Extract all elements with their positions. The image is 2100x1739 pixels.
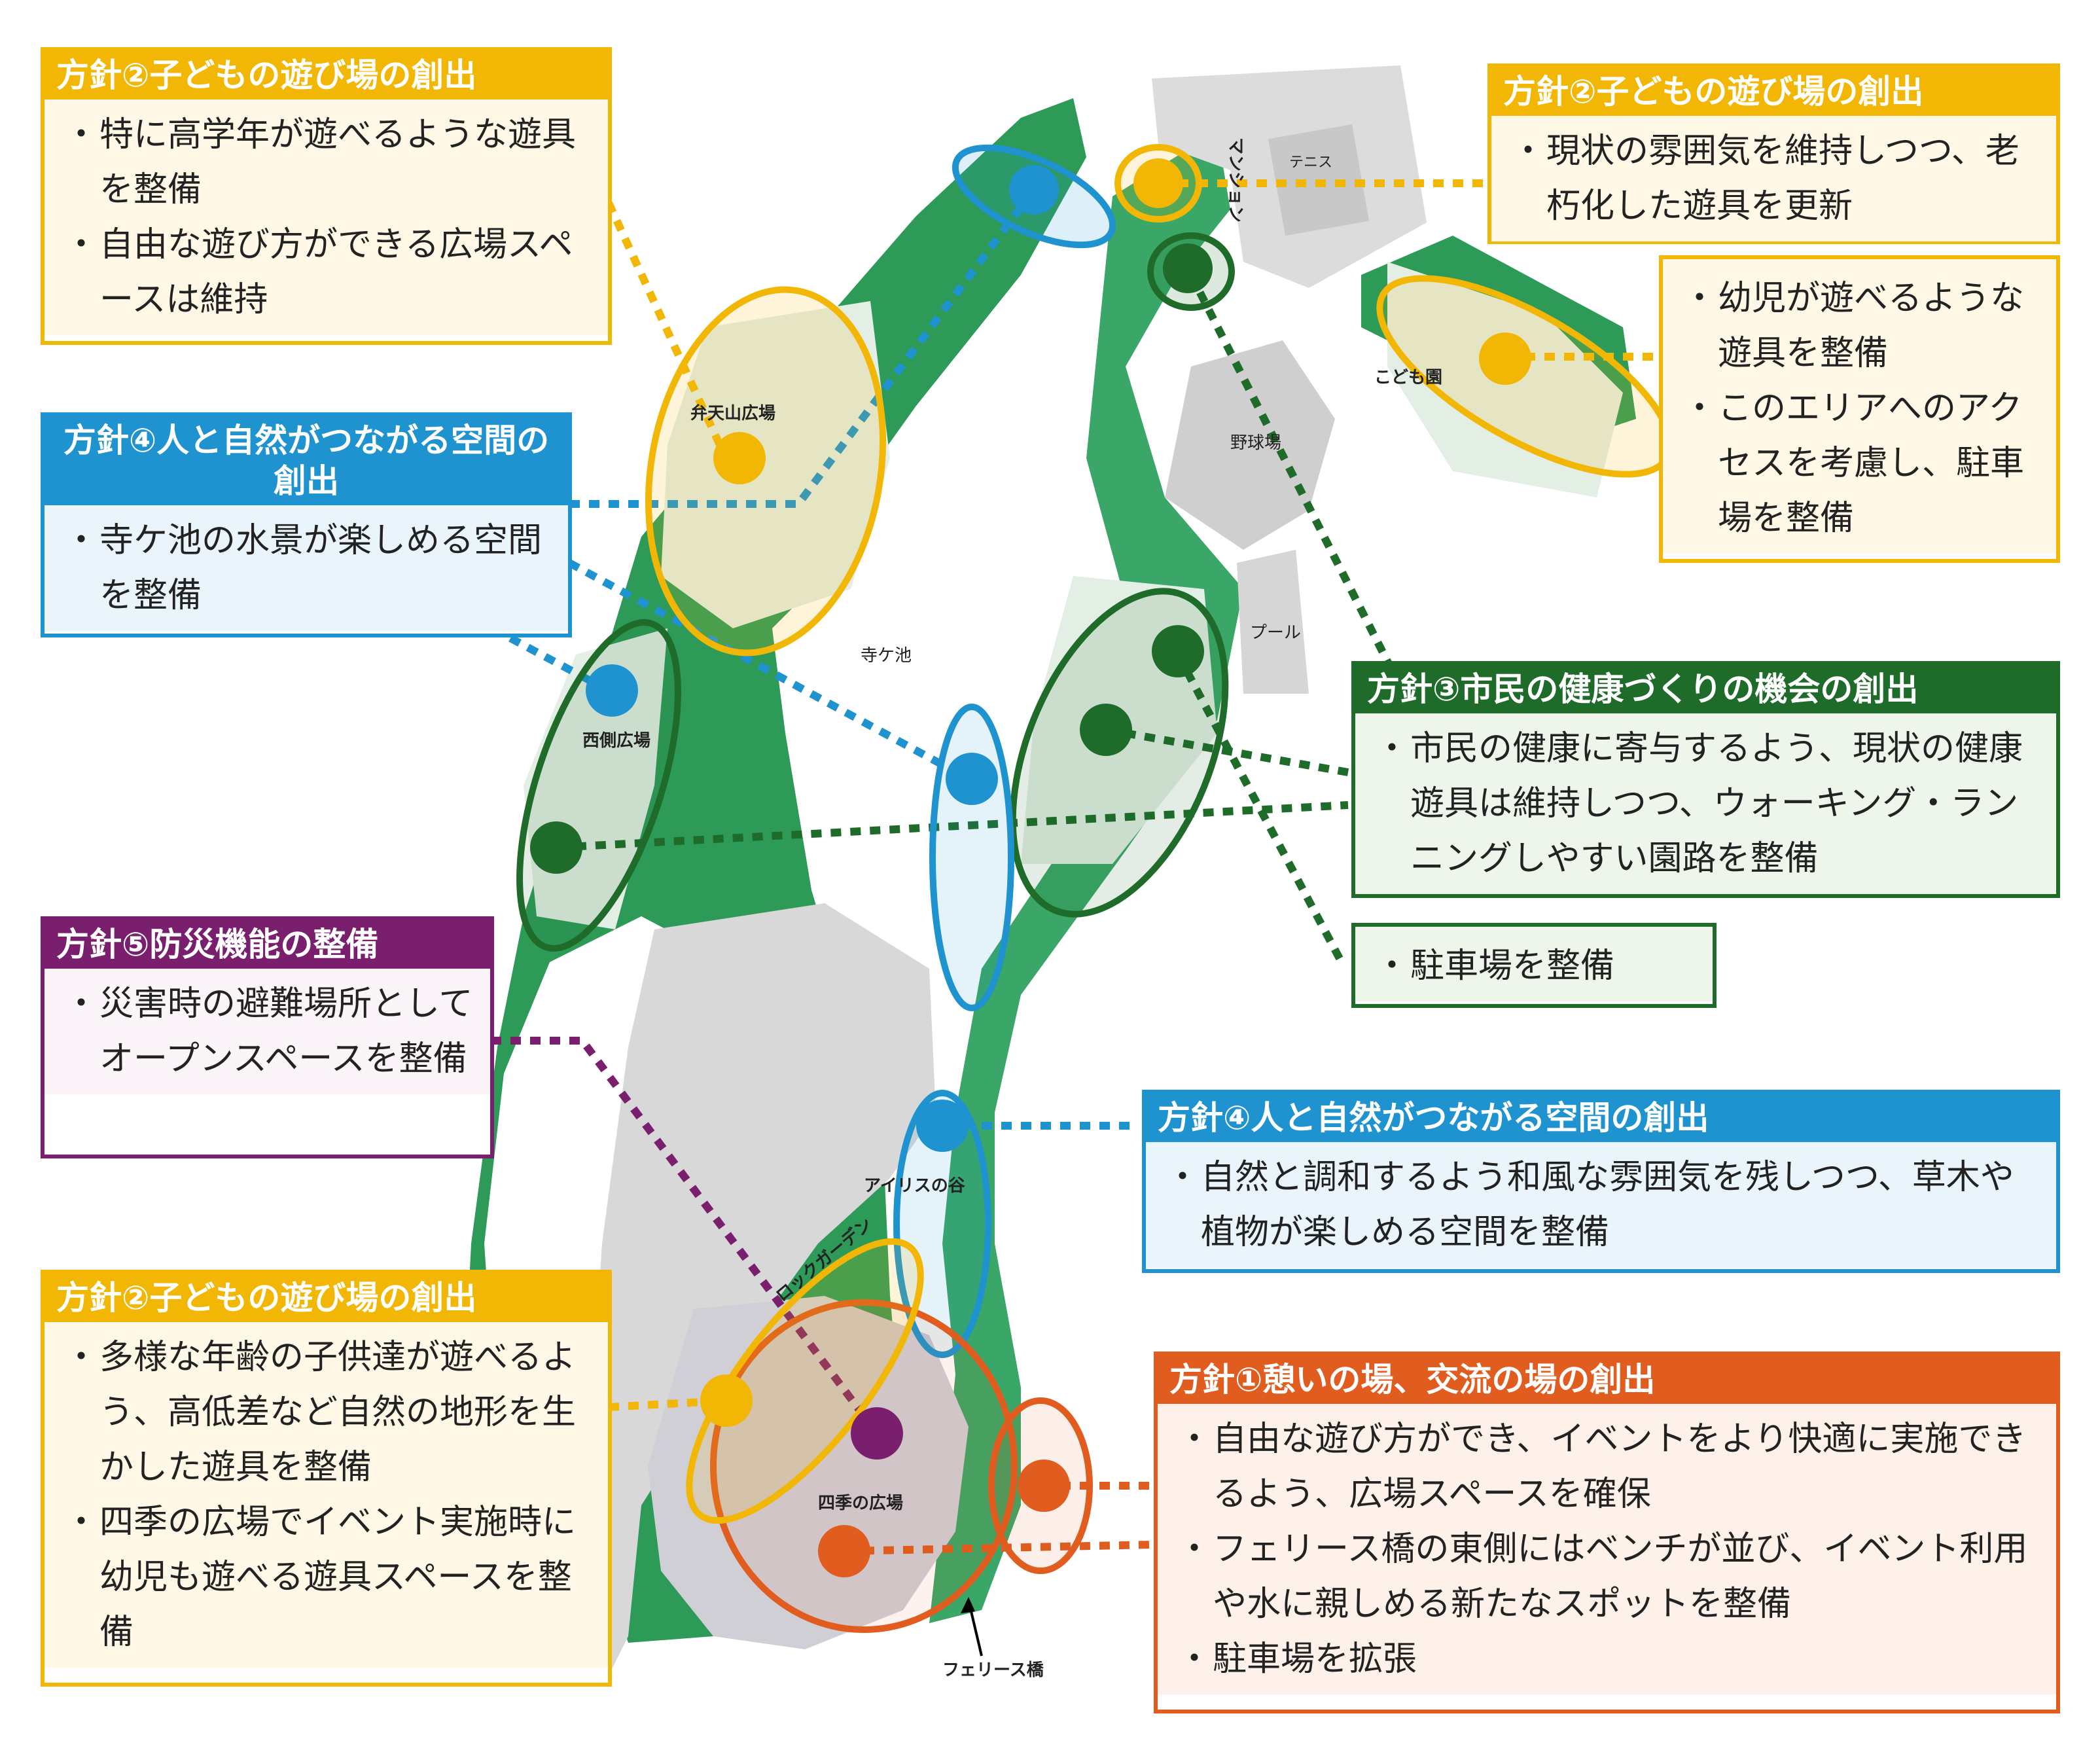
rock-garden-area — [686, 1238, 924, 1524]
leader-b2b — [567, 559, 970, 783]
dot-iris-blue — [916, 1100, 969, 1152]
policy-box-disaster: 方針⑤防災機能の整備 災害時の避難場所としてオープンスペースを整備 — [41, 916, 494, 1158]
policy-box-children-bottom-left: 方針②子どもの遊び場の創出 多様な年齢の子供達が遊べるよう、高低差など自然の地形… — [41, 1270, 612, 1687]
label-pool: プール — [1250, 623, 1301, 643]
dot-upper-blue — [1009, 165, 1059, 215]
policy-title: 方針④人と自然がつながる空間の創出 — [1146, 1094, 2056, 1142]
policy-body: 多様な年齢の子供達が遊べるよう、高低差など自然の地形を生かした遊具を整備 四季の… — [44, 1322, 608, 1668]
policy-item: 自由な遊び方ができる広場スペースは維持 — [64, 217, 595, 327]
dot-west-blue — [586, 664, 638, 717]
label-iris: アイリスの谷 — [864, 1176, 966, 1196]
policy-item: 災害時の避難場所としてオープンスペースを整備 — [64, 977, 477, 1086]
leader-b7c — [1187, 273, 1398, 676]
policy-title: 方針⑤防災機能の整備 — [44, 920, 490, 969]
label-mansion: マンション — [1226, 137, 1245, 223]
benten-area — [645, 286, 887, 656]
policy-item: フェリース橋の東側にはベンチが並び、イベント利用や水に親しめる新たなスポットを整… — [1177, 1522, 2043, 1632]
dot-east-green-2 — [1080, 704, 1132, 756]
dot-east-green-1 — [1152, 625, 1204, 677]
policy-box-relaxation: 方針①憩いの場、交流の場の創出 自由な遊び方ができ、イベントをより快適に実施でき… — [1154, 1352, 2060, 1713]
policy-item: このエリアへのアクセスを考慮し、駐車場を整備 — [1682, 381, 2043, 546]
dot-shiki-orange — [818, 1525, 870, 1577]
policy-item: 四季の広場でイベント実施時に幼児も遊べる遊具スペースを整備 — [64, 1495, 595, 1660]
policy-box-kodomoen: 幼児が遊べるような遊具を整備 このエリアへのアクセスを考慮し、駐車場を整備 — [1659, 255, 2060, 563]
leader-b3 — [491, 1037, 880, 1436]
policy-item: 現状の雰囲気を維持しつつ、老朽化した遊具を更新 — [1511, 124, 2043, 234]
policy-item: 多様な年齢の子供達が遊べるよう、高低差など自然の地形を生かした遊具を整備 — [64, 1330, 595, 1495]
leader-b7b — [556, 801, 1349, 852]
policy-body: 市民の健康に寄与するよう、現状の健康遊具は維持しつつ、ウォーキング・ランニングし… — [1355, 713, 2056, 894]
policy-item: 駐車場を整備 — [1375, 939, 1700, 994]
dot-mansion-yellow — [1133, 158, 1183, 208]
policy-box-health: 方針③市民の健康づくりの機会の創出 市民の健康に寄与するよう、現状の健康遊具は維… — [1351, 661, 2060, 898]
policy-box-parking: 駐車場を整備 — [1351, 923, 1717, 1008]
policy-body: 自由な遊び方ができ、イベントをより快適に実施できるよう、広場スペースを確保 フェ… — [1158, 1404, 2056, 1694]
dot-west-green — [530, 821, 582, 874]
policy-item: 市民の健康に寄与するよう、現状の健康遊具は維持しつつ、ウォーキング・ランニングし… — [1375, 721, 2043, 886]
label-shiki: 四季の広場 — [818, 1493, 903, 1513]
policy-title: 方針②子どもの遊び場の創出 — [44, 1274, 608, 1322]
dot-mansion-green — [1163, 243, 1213, 293]
label-ferris: フェリース橋 — [942, 1660, 1044, 1680]
dot-ferris-east — [1018, 1460, 1070, 1512]
policy-title: 方針②子どもの遊び場の創出 — [1491, 67, 2056, 116]
policy-item: 幼児が遊べるような遊具を整備 — [1682, 271, 2043, 381]
label-tennis: テニス — [1289, 154, 1332, 171]
policy-body: 寺ケ池の水景が楽しめる空間を整備 — [44, 505, 568, 631]
policy-item: 駐車場を拡張 — [1177, 1632, 2043, 1687]
leader-b1 — [605, 201, 724, 447]
policy-box-children-top-left: 方針②子どもの遊び場の創出 特に高学年が遊べるような遊具を整備 自由な遊び方がで… — [41, 47, 612, 345]
policy-item: 自由な遊び方ができ、イベントをより快適に実施できるよう、広場スペースを確保 — [1177, 1412, 2043, 1522]
label-teragaike: 寺ケ池 — [861, 646, 912, 666]
waterside-area — [929, 704, 1014, 1011]
connector-lines — [491, 179, 1656, 1555]
policy-body: 災害時の避難場所としてオープンスペースを整備 — [44, 969, 490, 1094]
area-dots — [530, 158, 1531, 1577]
policy-title: 方針④人と自然がつながる空間の創出 — [44, 416, 568, 505]
policy-body: 自然と調和するよう和風な雰囲気を残しつつ、草木や植物が楽しめる空間を整備 — [1146, 1142, 2056, 1268]
label-west: 西側広場 — [582, 730, 650, 751]
policy-box-children-top-right: 方針②子どもの遊び場の創出 現状の雰囲気を維持しつつ、老朽化した遊具を更新 — [1487, 63, 2060, 244]
leader-b10b — [844, 1541, 1152, 1555]
ferris-arrowhead-icon — [961, 1597, 975, 1613]
shiki-area — [710, 1299, 1018, 1633]
policy-item: 寺ケ池の水景が楽しめる空間を整備 — [64, 513, 555, 623]
label-kodomoen: こども園 — [1374, 368, 1442, 387]
policy-item: 特に高学年が遊べるような遊具を整備 — [64, 107, 595, 217]
policy-body: 駐車場を整備 — [1355, 927, 1713, 1001]
dot-benten — [713, 432, 766, 484]
dot-rock-yellow — [700, 1374, 753, 1427]
policy-title: 方針③市民の健康づくりの機会の創出 — [1355, 665, 2056, 713]
policy-item: 自然と調和するよう和風な雰囲気を残しつつ、草木や植物が楽しめる空間を整備 — [1166, 1150, 2043, 1260]
label-benten: 弁天山広場 — [690, 403, 775, 423]
policy-body: 幼児が遊べるような遊具を整備 このエリアへのアクセスを考慮し、駐車場を整備 — [1663, 259, 2056, 554]
policy-box-nature-right: 方針④人と自然がつながる空間の創出 自然と調和するよう和風な雰囲気を残しつつ、草… — [1142, 1090, 2060, 1273]
policy-body: 現状の雰囲気を維持しつつ、老朽化した遊具を更新 — [1491, 116, 2056, 242]
policy-title: 方針①憩いの場、交流の場の創出 — [1158, 1355, 2056, 1404]
dot-waterside-blue — [946, 753, 998, 805]
dot-kodomoen — [1479, 332, 1531, 385]
policy-title: 方針②子どもの遊び場の創出 — [44, 51, 608, 99]
dot-shiki-purple — [851, 1407, 903, 1460]
policy-box-nature-left: 方針④人と自然がつながる空間の創出 寺ケ池の水景が楽しめる空間を整備 — [41, 412, 572, 637]
label-baseball: 野球場 — [1230, 433, 1281, 453]
policy-body: 特に高学年が遊べるような遊具を整備 自由な遊び方ができる広場スペースは維持 — [44, 99, 608, 335]
leader-b2a — [569, 187, 1037, 508]
